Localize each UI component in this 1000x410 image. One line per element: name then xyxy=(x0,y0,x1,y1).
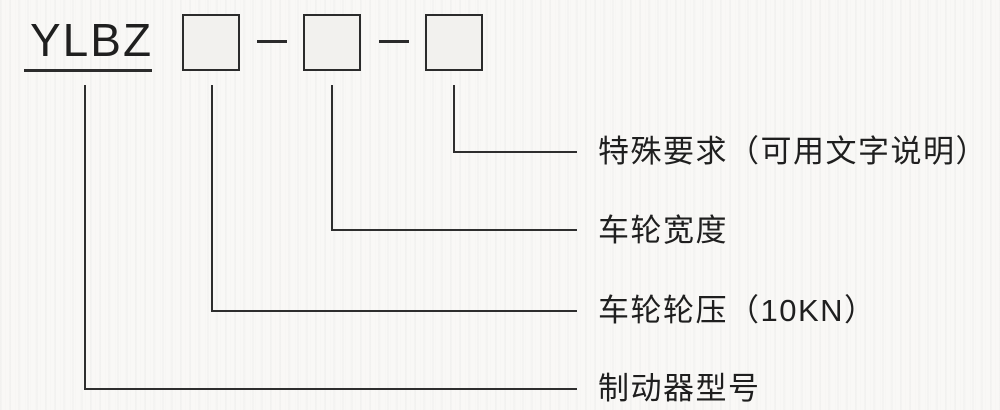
model-prefix-underline xyxy=(24,69,152,72)
callout-wheel-width: 车轮宽度 xyxy=(598,213,728,248)
leader-line-vertical-box-3 xyxy=(453,85,455,153)
dash-separator-2 xyxy=(379,40,409,43)
leader-line-vertical-box-2 xyxy=(331,85,333,231)
callout-brake-model: 制动器型号 xyxy=(598,371,761,406)
callout-wheel-load: 车轮轮压（10KN） xyxy=(598,293,877,328)
leader-line-horizontal-box-3 xyxy=(453,151,577,153)
callout-special-requirements: 特殊要求（可用文字说明） xyxy=(598,134,988,169)
leader-line-horizontal-box-1 xyxy=(211,310,577,312)
leader-line-horizontal-model-prefix xyxy=(84,388,577,390)
model-prefix: YLBZ xyxy=(30,14,154,66)
code-box-2 xyxy=(303,14,361,71)
leader-line-horizontal-box-2 xyxy=(331,229,577,231)
dash-separator-1 xyxy=(257,40,287,43)
code-box-3 xyxy=(425,14,483,71)
code-box-1 xyxy=(182,14,240,71)
leader-line-vertical-box-1 xyxy=(211,85,213,312)
leader-line-vertical-model-prefix xyxy=(84,85,86,390)
